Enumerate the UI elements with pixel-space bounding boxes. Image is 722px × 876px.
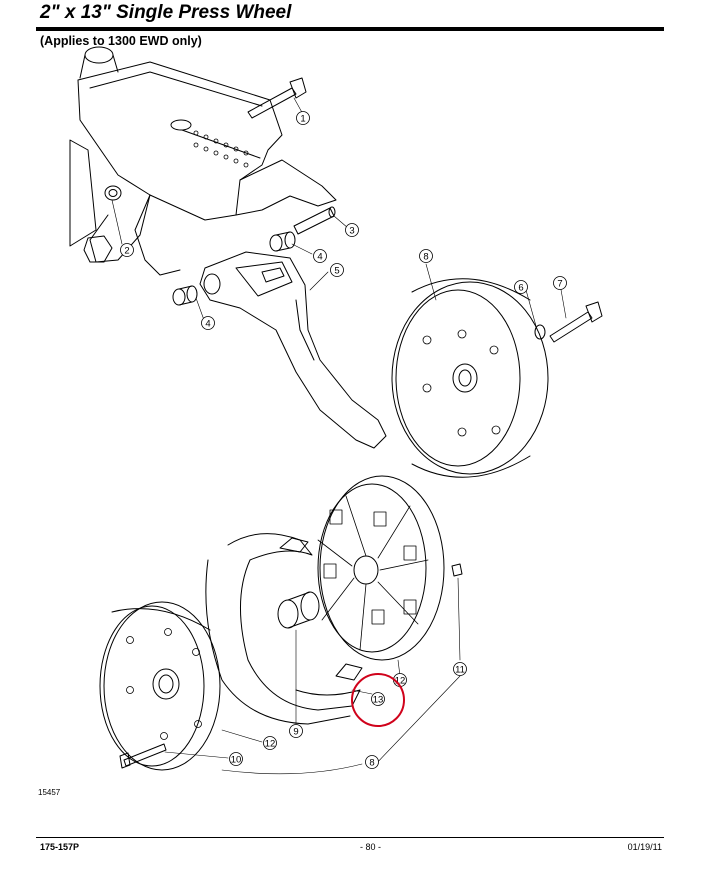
tire-12 bbox=[205, 533, 363, 725]
callout-7: 7 bbox=[553, 276, 567, 290]
callout-label: 6 bbox=[518, 282, 523, 293]
callout-label: 3 bbox=[349, 225, 354, 236]
bearing-9 bbox=[277, 591, 320, 629]
callout-label: 13 bbox=[373, 694, 384, 705]
highlight-circle bbox=[351, 673, 405, 727]
callout-label: 1 bbox=[300, 113, 305, 124]
callout-9: 9 bbox=[289, 724, 303, 738]
bolt-10 bbox=[119, 743, 167, 769]
callout-11: 11 bbox=[453, 662, 467, 676]
callout-6: 6 bbox=[514, 280, 528, 294]
callout-13: 13 bbox=[371, 692, 385, 706]
callout-label: 11 bbox=[455, 664, 465, 675]
callout-label: 4 bbox=[317, 251, 322, 262]
callout-2: 2 bbox=[120, 243, 134, 257]
hub-half-12-right bbox=[317, 475, 445, 661]
washer-6 bbox=[534, 324, 546, 340]
callout-label: 5 bbox=[334, 265, 339, 276]
callout-8: 8 bbox=[365, 755, 379, 769]
callout-label: 9 bbox=[293, 726, 298, 737]
callout-label: 4 bbox=[205, 318, 210, 329]
callout-label: 10 bbox=[231, 754, 242, 765]
bushing-4-upper bbox=[269, 231, 296, 252]
footer-part-number: 175-157P bbox=[40, 842, 80, 852]
callout-5: 5 bbox=[330, 263, 344, 277]
bushing-4-lower bbox=[172, 285, 198, 306]
footer-date: 01/19/11 bbox=[627, 842, 662, 852]
callout-4: 4 bbox=[313, 249, 327, 263]
callout-10: 10 bbox=[229, 752, 243, 766]
nut-11 bbox=[451, 563, 463, 577]
hub-half-10-left bbox=[99, 601, 221, 771]
footer-rule bbox=[36, 837, 664, 838]
footer-page-number: - 80 - bbox=[360, 842, 382, 852]
bolt-1 bbox=[247, 77, 307, 119]
page-subtitle: (Applies to 1300 EWD only) bbox=[40, 34, 202, 48]
figure-id: 15457 bbox=[38, 788, 61, 797]
callout-12: 12 bbox=[263, 736, 277, 750]
callout-label: 7 bbox=[557, 278, 562, 289]
pin-3 bbox=[293, 206, 336, 235]
callout-8: 8 bbox=[419, 249, 433, 263]
bolt-7 bbox=[549, 301, 603, 343]
frame-bracket bbox=[69, 46, 337, 276]
callout-label: 12 bbox=[265, 738, 276, 749]
leader-lines bbox=[111, 97, 567, 775]
callout-3: 3 bbox=[345, 223, 359, 237]
callout-1: 1 bbox=[296, 111, 310, 125]
callout-label: 12 bbox=[395, 675, 406, 686]
callout-label: 2 bbox=[124, 245, 129, 256]
page-title: 2" x 13" Single Press Wheel bbox=[40, 2, 292, 23]
callout-label: 8 bbox=[369, 757, 374, 768]
callout-4: 4 bbox=[201, 316, 215, 330]
press-wheel-8-assembled bbox=[391, 278, 549, 478]
press-wheel-arm-5 bbox=[199, 251, 387, 449]
header-rule bbox=[36, 27, 664, 31]
callout-label: 8 bbox=[423, 251, 428, 262]
